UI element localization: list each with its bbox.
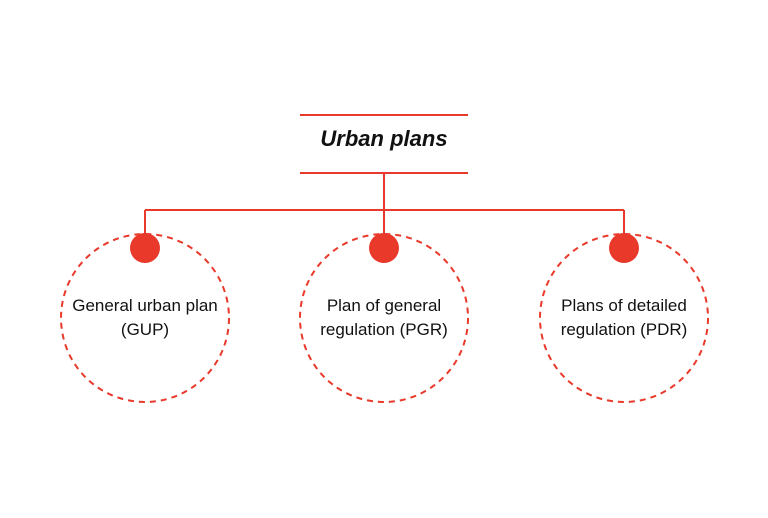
node-circle-pdr — [539, 233, 709, 403]
node-label-gup: General urban plan (GUP) — [72, 296, 218, 339]
node-circle-gup — [60, 233, 230, 403]
node-label-pgr: Plan of general regulation (PGR) — [320, 296, 448, 339]
node-dot-pdr — [609, 233, 639, 263]
diagram-title: Urban plans — [320, 126, 448, 151]
node-dot-pgr — [369, 233, 399, 263]
node-circle-pgr — [299, 233, 469, 403]
node-label-pdr: Plans of detailed regulation (PDR) — [560, 296, 688, 339]
node-dot-gup — [130, 233, 160, 263]
